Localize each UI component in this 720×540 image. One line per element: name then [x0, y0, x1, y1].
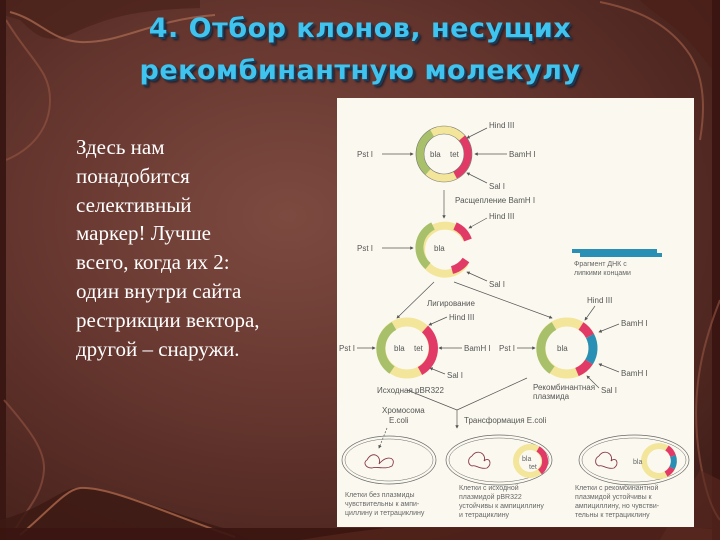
body-line: один внутри сайта [76, 278, 242, 303]
site-label: Pst I [339, 344, 355, 353]
slide-title: 4. Отбор клонов, несущих рекомбинантную … [130, 8, 590, 92]
gene-label-bla: bla [633, 459, 642, 466]
body-line: всего, когда их 2: [76, 250, 230, 275]
body-line: понадобится [76, 163, 190, 188]
svg-text:устойчивы к ампициллину: устойчивы к ампициллину [459, 502, 544, 510]
svg-text:Клетки без плазмиды: Клетки без плазмиды [345, 491, 415, 499]
svg-text:тельны к тетрациклину: тельны к тетрациклину [575, 512, 650, 519]
cell-no-plasmid [341, 435, 437, 485]
cell-caption-1: Клетки без плазмиды чувствительны к ампи… [345, 491, 425, 517]
svg-text:и тетрациклину: и тетрациклину [459, 512, 510, 519]
title-line-2: рекомбинантную молекулу [139, 55, 581, 86]
site-label: Hind III [489, 121, 514, 130]
gene-label-bla: bla [394, 344, 405, 353]
site-label: BamH I [621, 369, 648, 378]
site-label: Sal I [489, 182, 505, 191]
cell-recombinant-plasmid: bla [578, 434, 690, 486]
cell-caption-2: Клетки с исходной плазмидой pBR322 устой… [459, 484, 544, 519]
site-label: BamH I [621, 319, 648, 328]
cell-original-plasmid: bla tet [445, 434, 553, 486]
plasmid-2-opened: bla Pst I Hind III Sal I [357, 212, 514, 289]
plasmid-caption: Исходная pBR322 [377, 386, 444, 395]
cell-caption-3: Клетки с рекомбинантной плазмидой устойч… [575, 484, 660, 519]
gene-label-tet: tet [414, 344, 424, 353]
plasmid-caption: плазмида [533, 392, 570, 401]
site-label: Hind III [449, 313, 474, 322]
fragment-label: Фрагмент ДНК с [574, 261, 627, 268]
gene-label-tet: tet [529, 464, 537, 471]
site-label: Sal I [447, 371, 463, 380]
body-line: селективный [76, 192, 192, 217]
body-line: маркер! Лучше [76, 221, 211, 246]
gene-label-bla: bla [434, 244, 445, 253]
plasmid-caption: Рекомбинантная [533, 383, 595, 392]
fragment-label: липкими концами [574, 270, 631, 277]
gene-label-bla: bla [557, 344, 568, 353]
svg-text:чувствительны к ампи-: чувствительны к ампи- [345, 501, 420, 508]
body-text: Здесь нам понадобится селективный маркер… [76, 133, 336, 363]
body-line: другой – снаружи. [76, 336, 240, 361]
site-label: Pst I [499, 344, 515, 353]
chromosome-label: Хромосома [382, 406, 425, 415]
site-label: Sal I [601, 386, 617, 395]
svg-text:ампициллину, но чувстви-: ампициллину, но чувстви- [575, 503, 660, 510]
svg-text:циллину и тетрациклину: циллину и тетрациклину [345, 510, 425, 517]
gene-label-tet: tet [450, 150, 460, 159]
title-line-1: 4. Отбор клонов, несущих [148, 13, 572, 44]
svg-text:Клетки с рекомбинантной: Клетки с рекомбинантной [575, 484, 658, 492]
site-label: BamH I [464, 344, 491, 353]
body-line: Здесь нам [76, 135, 165, 159]
gene-label-bla: bla [522, 456, 531, 463]
site-label: Pst I [357, 150, 373, 159]
chromosome-label: E.coli [389, 416, 409, 425]
site-label: Pst I [357, 244, 373, 253]
svg-text:плазмидой устойчивы к: плазмидой устойчивы к [575, 493, 653, 501]
gene-label-bla: bla [430, 150, 441, 159]
step-digestion: Расщепление BamH I [455, 196, 535, 205]
site-label: BamH I [509, 150, 536, 159]
step-ligation: Лигирование [427, 299, 476, 308]
plasmid-1: bla tet Pst I Hind III BamH I Sal I [357, 121, 536, 191]
step-transformation: Трансформация E.coli [464, 416, 547, 425]
dna-fragment: Фрагмент ДНК с липкими концами [572, 249, 662, 277]
site-label: Hind III [489, 212, 514, 221]
body-line: рестрикции вектора, [76, 307, 260, 332]
cloning-diagram: bla tet Pst I Hind III BamH I Sal I Расщ… [337, 98, 694, 527]
plasmid-3-original: bla tet Pst I Hind III BamH I Sal I Исхо… [339, 313, 491, 395]
svg-text:плазмидой pBR322: плазмидой pBR322 [459, 493, 522, 501]
plasmid-4-recombinant: bla Pst I Hind III BamH I BamH I Sal I Р… [499, 296, 648, 401]
site-label: Sal I [489, 280, 505, 289]
svg-text:Клетки с исходной: Клетки с исходной [459, 484, 519, 492]
site-label: Hind III [587, 296, 612, 305]
